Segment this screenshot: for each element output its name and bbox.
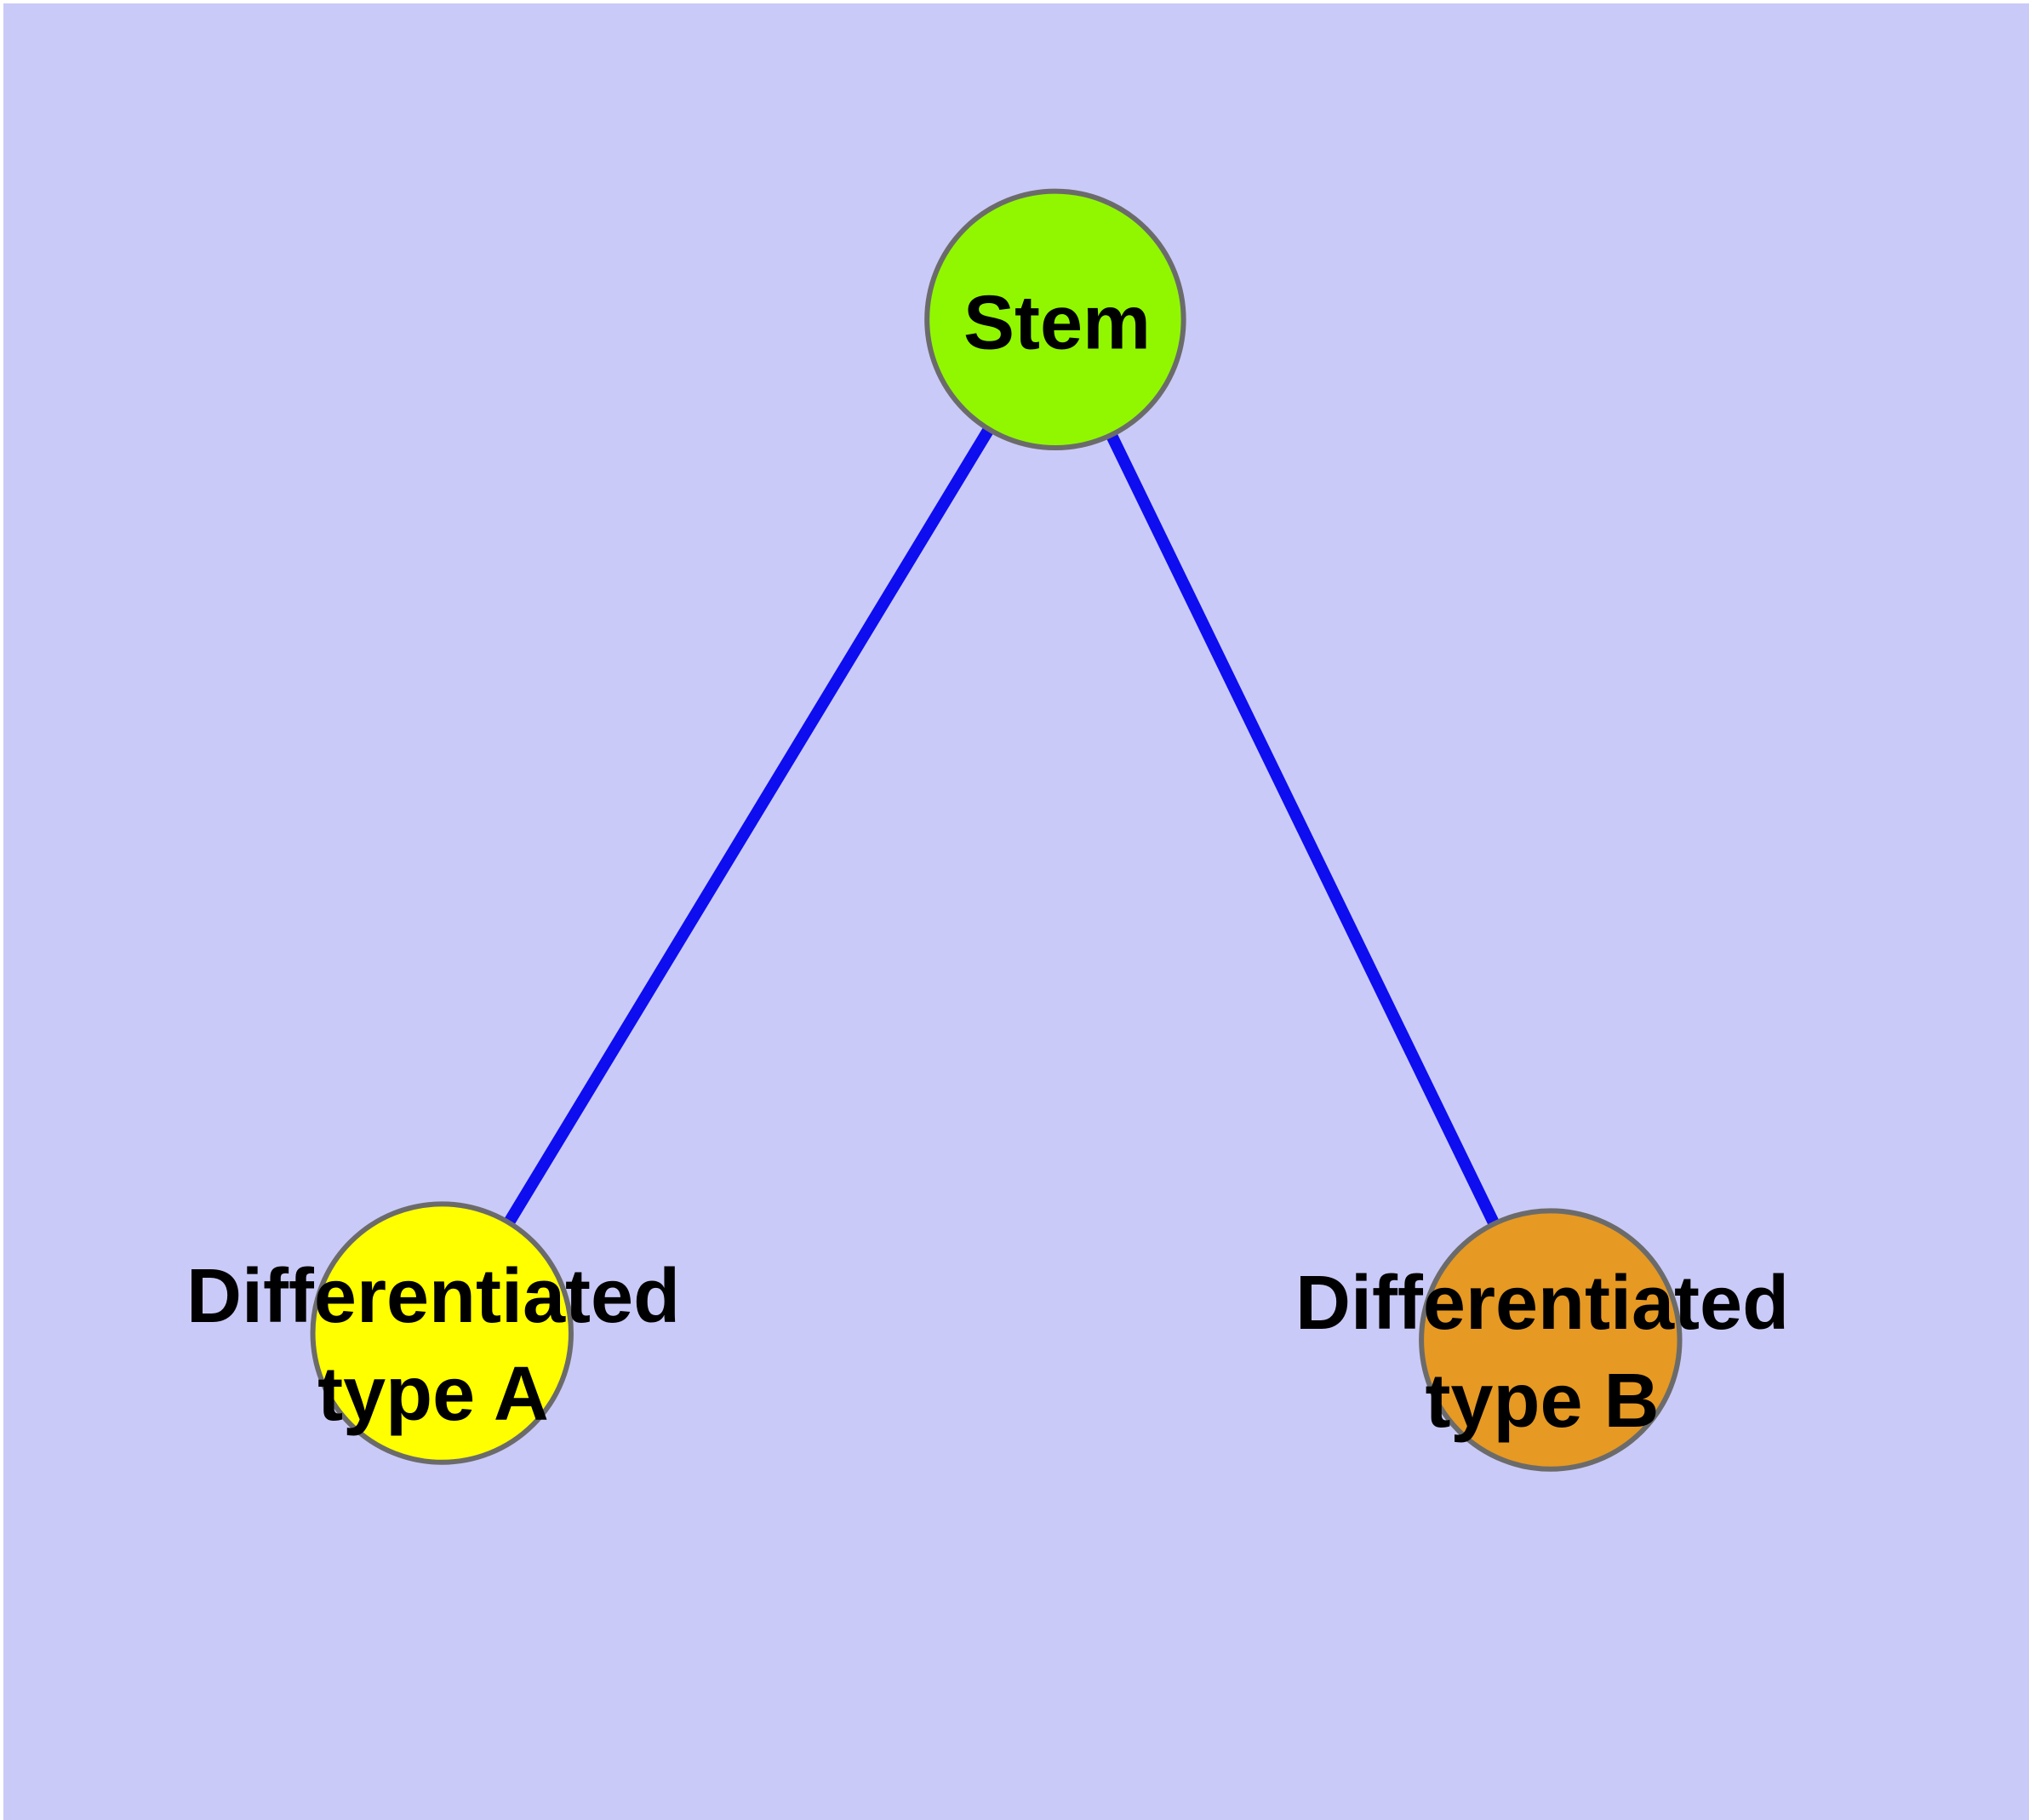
node-type-b-circle: [1419, 1208, 1683, 1472]
edge-stem-to-type-a: [437, 316, 1060, 1336]
node-stem-circle: [924, 188, 1186, 451]
node-type-a-circle: [310, 1201, 574, 1465]
diagram-panel: Stem Differentiated type A Differentiate…: [3, 3, 2029, 1820]
graph-svg: [310, 188, 1683, 1472]
edge-stem-to-type-b: [1049, 317, 1557, 1343]
